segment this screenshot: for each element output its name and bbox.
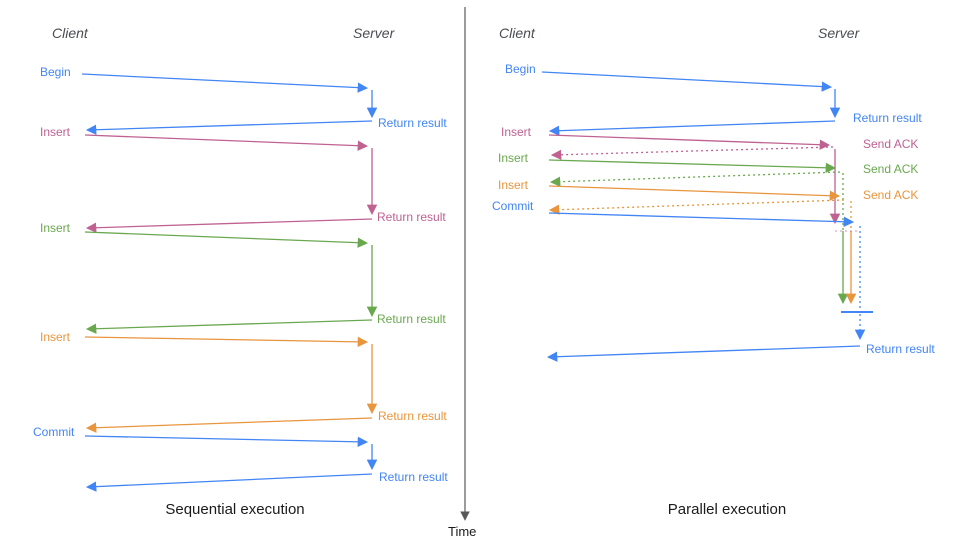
par-commit-label: Commit bbox=[492, 199, 534, 213]
par-commit-return-arrow bbox=[546, 345, 861, 362]
seq-begin-request-arrow bbox=[81, 73, 369, 93]
par-insert3-request-arrow bbox=[548, 185, 841, 201]
seq-commit-request-arrow bbox=[84, 435, 369, 448]
par-insert3-ack-label: Send ACK bbox=[863, 188, 919, 202]
seq-commit-return-arrow bbox=[85, 473, 373, 492]
seq-insert2-return-arrow bbox=[85, 319, 373, 334]
seq-begin-return-label: Return result bbox=[378, 116, 447, 130]
par-insert3-label: Insert bbox=[498, 178, 529, 192]
seq-insert1-return-arrow bbox=[85, 218, 373, 233]
seq-begin-label: Begin bbox=[40, 65, 71, 79]
par-commit-request-arrow bbox=[548, 212, 855, 227]
par-begin-return-arrow bbox=[548, 120, 836, 136]
seq-commit-label: Commit bbox=[33, 425, 75, 439]
seq-insert3-return-arrow bbox=[85, 417, 373, 433]
par-insert1-ack-label: Send ACK bbox=[863, 137, 919, 151]
par-insert2-label: Insert bbox=[498, 151, 529, 165]
par-insert1-ack-arrow bbox=[550, 146, 834, 160]
seq-insert2-label: Insert bbox=[40, 221, 71, 235]
par-insert1-label: Insert bbox=[501, 125, 532, 139]
par-insert2-request-arrow bbox=[548, 159, 837, 173]
seq-insert1-request-arrow bbox=[84, 134, 369, 151]
seq-panel-title: Sequential execution bbox=[165, 501, 305, 518]
seq-server-header: Server bbox=[353, 25, 395, 41]
par-panel-title: Parallel execution bbox=[667, 501, 787, 518]
par-insert1-request-arrow bbox=[548, 134, 831, 150]
par-begin-return-label: Return result bbox=[853, 111, 922, 125]
par-insert2-ack-arrow bbox=[549, 171, 841, 187]
seq-commit-return-label: Return result bbox=[379, 470, 448, 484]
par-client-header: Client bbox=[499, 25, 535, 41]
seq-insert3-request-arrow bbox=[84, 336, 369, 348]
seq-insert1-return-label: Return result bbox=[377, 210, 446, 224]
par-insert2-ack-label: Send ACK bbox=[863, 162, 919, 176]
seq-insert2-return-label: Return result bbox=[377, 312, 446, 326]
seq-insert3-label: Insert bbox=[40, 330, 71, 344]
seq-begin-return-arrow bbox=[85, 120, 373, 135]
par-begin-request-arrow bbox=[541, 71, 833, 92]
seq-insert2-request-arrow bbox=[84, 231, 369, 248]
parallel-panel-lines bbox=[541, 71, 873, 362]
par-commit-return-label: Return result bbox=[866, 342, 935, 356]
par-insert3-ack-arrow bbox=[548, 199, 845, 215]
seq-client-header: Client bbox=[52, 25, 88, 41]
par-begin-label: Begin bbox=[505, 62, 536, 76]
par-server-header: Server bbox=[818, 25, 860, 41]
seq-insert1-label: Insert bbox=[40, 125, 71, 139]
sequential-panel-lines bbox=[81, 73, 378, 492]
time-axis-label: Time bbox=[448, 524, 477, 539]
seq-insert3-return-label: Return result bbox=[378, 409, 447, 423]
